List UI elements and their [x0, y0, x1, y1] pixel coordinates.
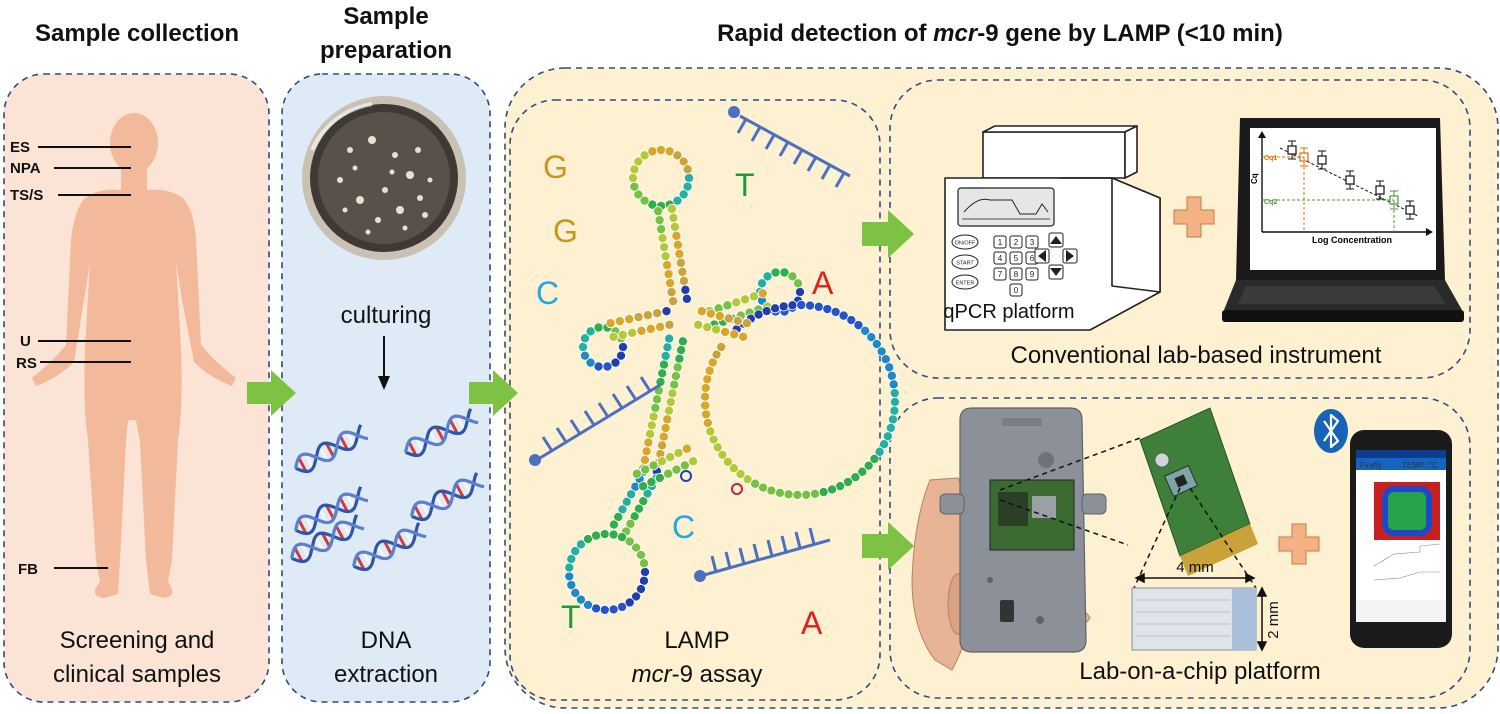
caption-dna-1: DNA: [361, 627, 412, 654]
caption-culturing: culturing: [341, 302, 432, 329]
caption-dna-2: extraction: [334, 661, 438, 688]
bluetooth-icon: [1314, 409, 1348, 453]
dna-helices-icon: [290, 408, 485, 572]
dna-helix: [290, 514, 365, 564]
qpcr-side-button-label: ENTER: [956, 281, 975, 287]
primer-icon: [539, 376, 661, 460]
qpcr-side-button-label: ON/OFF: [955, 241, 976, 247]
lab-on-chip-device-icon: [939, 407, 1107, 653]
body-site-label: NPA: [10, 160, 41, 177]
plus-icon: [1173, 196, 1215, 238]
body-site-lines: [38, 146, 131, 569]
body-site-label: U: [20, 333, 31, 350]
caption-lab-on-chip: Lab-on-a-chip platform: [1079, 658, 1320, 685]
qpcr-side-button-label: START: [956, 261, 974, 267]
panel-lamp-assay: [509, 99, 881, 701]
body-site-label: ES: [10, 139, 30, 156]
phone-status: TEMP: °C: [1402, 461, 1438, 470]
nucleotide-letter: G: [543, 149, 568, 185]
flow-arrow-icon: [469, 370, 518, 416]
primer-end-icon: [694, 570, 706, 582]
petri-dish-icon: [302, 96, 466, 260]
flow-arrow-icon: [247, 370, 296, 416]
header-sample-collection: Sample collection: [35, 20, 239, 47]
qpcr-key-label: 8: [1014, 270, 1019, 279]
lamp-structure-icon: [564, 144, 900, 615]
qpcr-key-label: 1: [998, 238, 1003, 247]
qpcr-screen: [957, 187, 1055, 227]
down-arrow-icon: [378, 336, 390, 390]
body-site-label: FB: [18, 561, 38, 578]
caption-screening-2: clinical samples: [53, 661, 221, 688]
caption-lamp-1: LAMP: [664, 627, 729, 654]
dna-helix: [352, 522, 427, 572]
flow-arrow-icon: [862, 210, 914, 258]
nucleotide-letter: C: [536, 275, 559, 311]
plus-icon: [1278, 523, 1320, 565]
plot-y-label: Cq: [1250, 173, 1259, 184]
sensor-chip-image: [1131, 587, 1257, 651]
caption-screening-1: Screening and: [60, 627, 215, 654]
dna-helix: [410, 472, 485, 522]
plot-x-label: Log Concentration: [1312, 235, 1392, 245]
header-detection: Rapid detection of mcr-9 gene by LAMP (<…: [717, 20, 1283, 47]
phone-app-name: Firefly: [1360, 461, 1382, 470]
caption-qpcr: qPCR platform: [943, 301, 1074, 323]
primer-icon: [736, 114, 851, 188]
qpcr-key-label: 5: [1014, 254, 1019, 263]
qpcr-keypad: ON/OFF START ENTER 1 2 3 4 5 6 7 8 9 0: [951, 232, 1078, 297]
qpcr-key-label: 4: [998, 254, 1003, 263]
qpcr-standard-curve: [1258, 131, 1433, 236]
nucleotide-letter: A: [801, 605, 823, 641]
nucleotide-letter: A: [812, 265, 834, 301]
plot-marker-label: Cq1: [1264, 155, 1277, 162]
caption-conventional: Conventional lab-based instrument: [1011, 342, 1382, 369]
nucleotide-letter: G: [553, 213, 578, 249]
primer-end-icon: [728, 106, 740, 118]
dna-helix: [294, 424, 369, 474]
primer-end-icon: [529, 454, 541, 466]
dna-helix: [404, 408, 479, 458]
zoom-lines: [999, 437, 1257, 589]
body-site-label: RS: [16, 355, 37, 372]
caption-lamp-2: mcr-9 assay: [632, 661, 763, 688]
laptop-icon: [1222, 118, 1464, 322]
primer-icon: [703, 527, 831, 577]
chip-board-icon: [1139, 407, 1258, 576]
nucleotide-letter: C: [672, 509, 695, 545]
plot-marker-label: Cq2: [1264, 199, 1277, 206]
header-sample-preparation-1: Sample: [343, 3, 428, 30]
dimension-width-label: 4 mm: [1176, 559, 1214, 576]
body-site-label: TS/S: [10, 187, 43, 204]
qpcr-key-label: 7: [998, 270, 1003, 279]
smartphone-icon: [1350, 430, 1452, 648]
nucleotide-letter: T: [735, 167, 755, 203]
qpcr-key-label: 6: [1030, 254, 1035, 263]
human-body-icon: [32, 113, 236, 598]
dna-helix: [294, 486, 369, 536]
qpcr-key-label: 0: [1014, 286, 1019, 295]
qpcr-key-label: 3: [1030, 238, 1035, 247]
qpcr-key-label: 9: [1030, 270, 1035, 279]
header-sample-preparation-2: preparation: [320, 37, 452, 64]
dimension-height-label: 2 mm: [1265, 601, 1282, 639]
nucleotide-letter: T: [561, 599, 581, 635]
flow-arrow-icon: [862, 522, 914, 570]
dimension-markers: [1134, 572, 1268, 652]
qpcr-key-label: 2: [1014, 238, 1019, 247]
